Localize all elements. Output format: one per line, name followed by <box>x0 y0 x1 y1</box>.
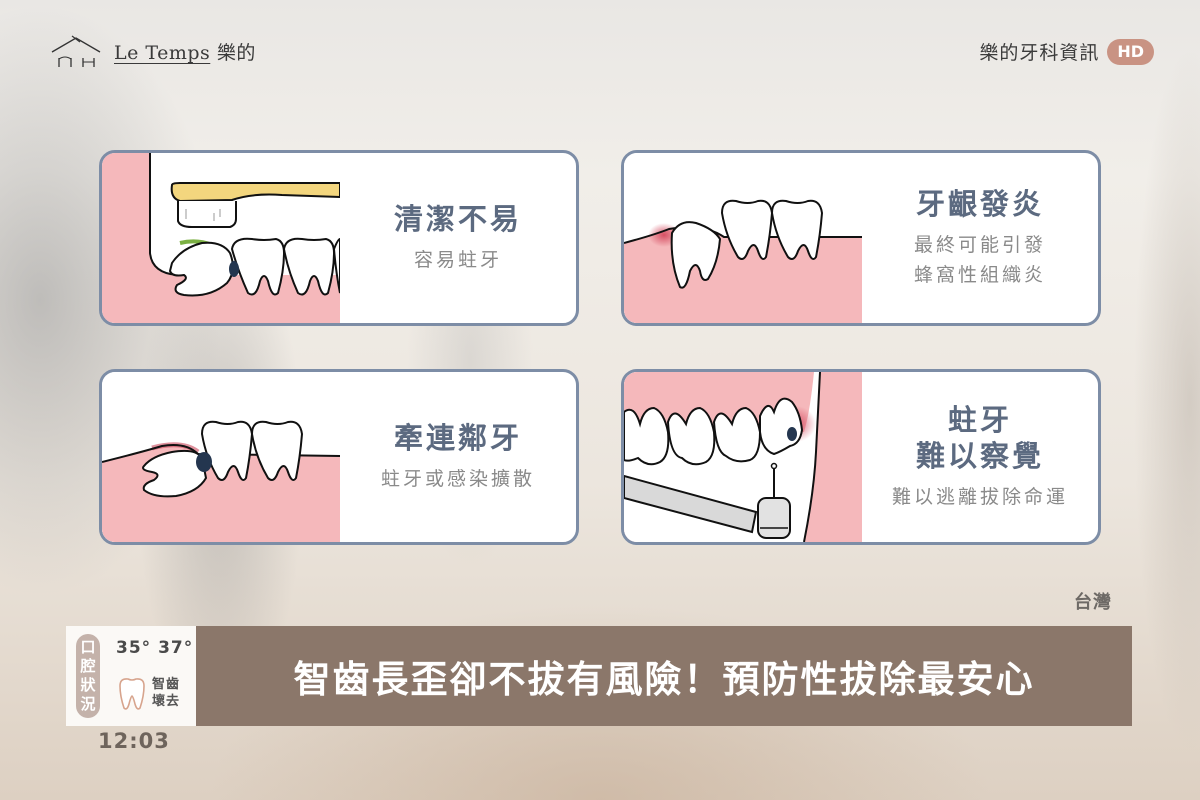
status-text: 智齒 壞去 <box>152 676 180 710</box>
card-subtitle: 難以逃離拔除命運 <box>891 486 1068 508</box>
toothbrush-teeth-illustration <box>102 153 340 323</box>
status-label-char: 況 <box>80 695 96 713</box>
card-subtitle: 容易蛀牙 <box>413 249 502 271</box>
info-card-hidden-decay: 蛀牙 難以察覺 難以逃離拔除命運 <box>621 369 1101 545</box>
adjacent-tooth-decay-illustration <box>102 372 340 542</box>
card-title: 清潔不易 <box>393 202 522 236</box>
tooth-icon <box>119 678 145 710</box>
card-title: 牽連鄰牙 <box>393 421 522 455</box>
headline-text: 智齒長歪卻不拔有風險！預防性拔除最安心 <box>293 658 1035 701</box>
brand-name: Le Temps 樂的 <box>114 38 256 65</box>
card-title-line-2: 難以察覺 <box>915 439 1044 473</box>
oral-status-widget: 口 腔 狀 況 35° 37° 智齒 壞去 <box>66 626 196 726</box>
status-text-line: 壞去 <box>152 694 181 709</box>
oral-status-label: 口 腔 狀 況 <box>76 634 100 718</box>
hd-badge: HD <box>1107 38 1154 65</box>
card-subtitle: 蛀牙或感染擴散 <box>380 468 535 490</box>
region-label: 台灣 <box>1074 592 1112 613</box>
status-label-char: 腔 <box>80 657 96 675</box>
dental-drill-illustration <box>624 372 862 542</box>
status-label-char: 口 <box>80 638 96 656</box>
brand-logo: Le Temps 樂的 <box>50 34 256 68</box>
inflamed-gum-illustration <box>624 153 862 323</box>
house-logo-icon <box>51 35 101 67</box>
card-subtitle-line-1: 最終可能引發 <box>913 234 1046 256</box>
status-label-char: 狀 <box>80 676 96 694</box>
card-title: 牙齦發炎 <box>915 187 1044 221</box>
clock: 12:03 <box>98 729 170 753</box>
card-subtitle-line-2: 蜂窩性組織炎 <box>913 264 1046 286</box>
channel-name: 樂的牙科資訊 <box>979 42 1100 64</box>
info-card-cleaning: 清潔不易 容易蛀牙 <box>99 150 579 326</box>
info-card-gum-inflammation: 牙齦發炎 最終可能引發 蜂窩性組織炎 <box>621 150 1101 326</box>
brand-name-latin: Le Temps <box>114 41 211 64</box>
headline-bar: 智齒長歪卻不拔有風險！預防性拔除最安心 <box>196 626 1132 726</box>
info-card-adjacent-teeth: 牽連鄰牙 蛀牙或感染擴散 <box>99 369 579 545</box>
brand-name-cjk: 樂的 <box>216 41 256 64</box>
temperature-range: 35° 37° <box>116 638 194 658</box>
channel-header: 樂的牙科資訊 HD <box>979 38 1154 65</box>
status-text-line: 智齒 <box>152 677 181 692</box>
card-title-line-1: 蛀牙 <box>947 403 1012 437</box>
